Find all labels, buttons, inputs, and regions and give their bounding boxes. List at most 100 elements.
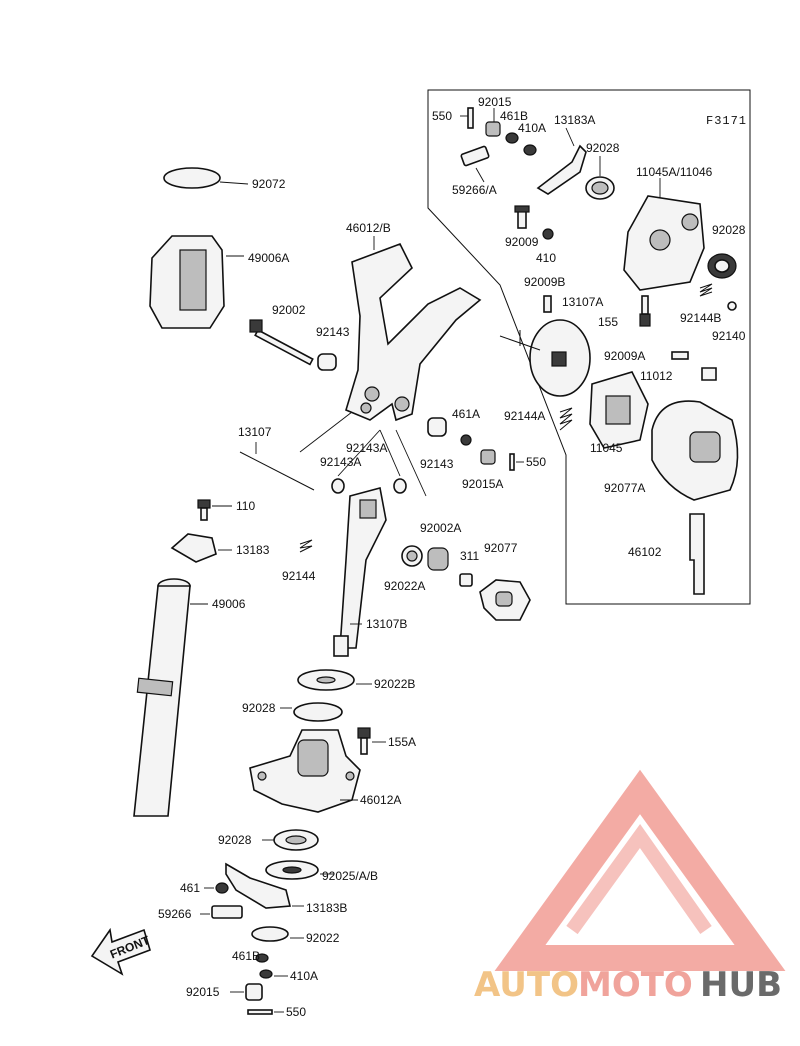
label-13183A: 13183A [554,113,595,127]
label-410A-bottom: 410A [290,969,318,983]
nut-92015-top [485,108,501,137]
plate-13107A [499,319,591,397]
nut-311 [459,573,473,587]
bolt-155 [639,295,651,327]
clamp-92072 [163,167,249,189]
washer-461 [204,882,229,894]
washer-410A-bottom [259,969,288,979]
lever-13183B [225,862,304,909]
seal-92028-left [280,702,343,722]
label-92144: 92144 [282,569,316,583]
label-92140: 92140 [712,329,746,343]
spring-92144 [299,539,313,553]
label-92143A-b: 92143A [320,455,361,469]
watermark-moto: MOTO [578,965,693,1005]
bolt-59266 [200,905,243,919]
bushing-92002A [427,547,449,571]
boot-49006A [149,235,244,329]
spring-92144A [559,407,573,431]
pin-550-bottom [247,1009,284,1015]
knob-92077 [479,579,531,621]
bolt-92002 [249,319,314,366]
pin-550-mid [509,453,524,471]
label-92143-a: 92143 [316,325,350,339]
washer-92022A [401,545,423,567]
label-550-bottom: 550 [286,1005,306,1019]
bracket-46102 [689,513,705,595]
label-92143A-a: 92143A [346,441,387,455]
washer-92143A-left [331,478,345,494]
nut-92015A [480,449,496,465]
label-155: 155 [598,315,618,329]
pin-550-top [460,107,474,129]
label-92022: 92022 [306,931,340,945]
label-13107B: 13107B [366,617,407,631]
label-13107A: 13107A [562,295,603,309]
label-92002A: 92002A [420,521,461,535]
housing-11045A [623,178,705,291]
seal-92028-right [707,253,737,279]
label-92028-top: 92028 [586,141,620,155]
label-92028-bottom: 92028 [218,833,252,847]
label-155A: 155A [388,735,416,749]
housing-11045 [589,371,649,449]
label-92072: 92072 [252,177,286,191]
label-13107: 13107 [238,425,272,439]
lever-13183A [536,127,587,195]
label-11012: 11012 [640,369,673,383]
washer-461A [460,434,472,446]
inset-frame [427,89,751,605]
label-92015-top: 92015 [478,95,512,109]
label-461: 461 [180,881,200,895]
ball-92140 [727,301,737,311]
label-92144A: 92144A [504,409,545,423]
label-461B-top: 461B [500,109,528,123]
label-92025: 92025/A/B [322,869,378,883]
washer-410 [542,228,554,240]
label-46102: 46102 [628,545,662,559]
bushing-92143-a [317,353,337,371]
label-92028-left: 92028 [242,701,276,715]
nut-92015-bottom [230,983,263,1001]
washer-92143A-right [393,478,407,494]
washer-461B-bottom [255,953,269,963]
base-46012A [249,729,361,813]
label-461B-bottom: 461B [232,949,260,963]
cap-11012 [701,367,717,381]
watermark-auto: AUTO [474,965,579,1005]
plate-13183 [170,533,232,563]
label-311: 311 [460,549,479,563]
screw-110 [197,499,232,521]
label-461A: 461A [452,407,480,421]
label-92022B: 92022B [374,677,415,691]
bolt-59266A [460,145,490,183]
grip-92077A [651,400,739,501]
label-49006A: 49006A [248,251,289,265]
label-110: 110 [236,499,255,513]
label-92009B: 92009B [524,275,565,289]
bracket-46012B [345,236,482,422]
label-92002: 92002 [272,303,306,317]
rod-13107 [239,442,315,491]
label-59266: 59266 [158,907,192,921]
label-13183B: 13183B [306,901,347,915]
bushing-92143-b [427,417,447,437]
label-92022A: 92022A [384,579,425,593]
watermark-hub: HUB [700,965,782,1005]
label-92015-bottom: 92015 [186,985,220,999]
label-92015A: 92015A [462,477,503,491]
seal-92028-bottom [262,829,319,851]
label-92077A: 92077A [604,481,645,495]
label-13183: 13183 [236,543,270,557]
label-410A-top: 410A [518,121,546,135]
screw-92009 [514,205,530,229]
tube-49006 [133,578,208,817]
seal-92028-top [585,156,615,200]
spring-92144B [699,283,713,297]
label-92143-b: 92143 [420,457,454,471]
washer-92022 [251,926,304,942]
label-92028-right: 92028 [712,223,746,237]
label-92144B: 92144B [680,311,721,325]
label-59266A: 59266/A [452,183,497,197]
